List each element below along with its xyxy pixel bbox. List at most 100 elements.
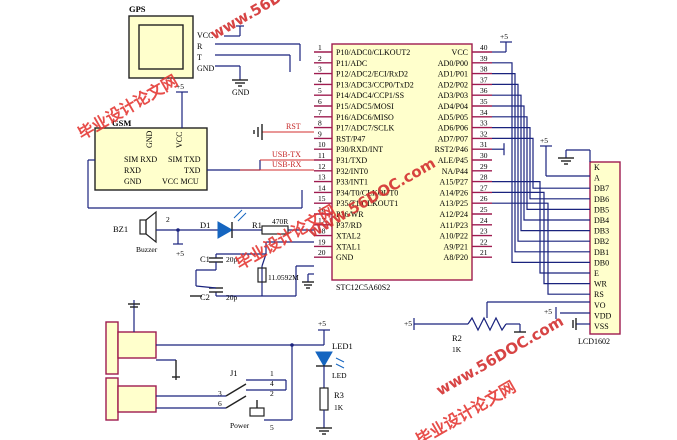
mcu-pin-name: P17/ADC7/SCLK [336, 124, 394, 133]
mcu-pin-name: A12/P24 [440, 210, 468, 219]
mcu-pin-number: 28 [480, 173, 488, 182]
mcu-pin-number: 14 [318, 183, 326, 192]
mcu-pin-name: P10/ADC0/CLKOUT2 [336, 48, 410, 57]
lcd-pin-label: DB2 [594, 237, 609, 246]
mcu-pin-number: 35 [480, 97, 488, 106]
power-switch-icon [249, 407, 265, 417]
mcu-pin-number: 12 [318, 162, 326, 171]
gsm-module: GSM GND VCC SIM RXD RXD GND SIM TXD TXD … [87, 82, 303, 209]
gsm-pin-rxd: RXD [124, 166, 141, 175]
mcu-pin-number: 38 [480, 65, 488, 74]
j1-switch-icon [225, 383, 247, 397]
lcd-a-supply: +5 [540, 136, 548, 145]
mcu-pin-name: P16/ADC6/MISO [336, 113, 394, 122]
j1-pin-2: 2 [270, 389, 274, 398]
gps-pin-gnd: GND [197, 64, 215, 73]
gsm-pin-sim-txd: SIM TXD [168, 155, 201, 164]
lcd-pin-label: A [594, 174, 600, 183]
lcd-pin-label: DB3 [594, 227, 609, 236]
rst-net-label: RST [286, 122, 301, 131]
j1-label: J1 [230, 368, 238, 378]
r2-pot: +5 R2 1K [404, 301, 590, 354]
mcu-pin-number: 16 [318, 205, 326, 214]
lcd-part-label: LCD1602 [578, 337, 610, 346]
mcu-pin-name: AD2/P02 [438, 80, 468, 89]
mcu-pin-name: P13/ADC3/CCP0/TxD2 [336, 80, 414, 89]
gsm-pin-gnd: GND [124, 177, 142, 186]
gsm-title: GSM [112, 118, 131, 128]
buzzer-icon [139, 219, 147, 235]
gps-antenna [138, 24, 184, 70]
mcu-pin-name: NA/P44 [442, 167, 468, 176]
crystal-value: 11.0592M [268, 273, 299, 282]
gps-title: GPS [129, 4, 146, 14]
mcu-part-label: STC12C5A60S2 [336, 283, 390, 292]
mcu-pin-number: 9 [318, 129, 322, 138]
mcu-pin-name: P32/INT0 [336, 167, 368, 176]
mcu-pin-name: A10/P22 [440, 232, 468, 241]
mcu-pin-name: P30/RXD/INT [336, 145, 383, 154]
mcu-pin-name: AD0/P00 [438, 59, 468, 68]
mcu-body [331, 43, 473, 281]
oscillator-section: C1 20p 11.0592M C2 20p [190, 241, 314, 302]
j1-pin-3: 3 [218, 389, 222, 398]
d1-diode-icon [217, 221, 234, 239]
mcu-pin-name: A8/P20 [444, 253, 468, 262]
mcu-pin-number: 5 [318, 86, 322, 95]
mcu-pin-name: A13/P25 [440, 199, 468, 208]
gps-pin-r: R [197, 42, 203, 51]
buzzer-section: BZ1 Buzzer 2 +5 D1 R1 470R [113, 209, 314, 258]
c2-value: 20p [226, 293, 238, 302]
lcd-pin-label: VDD [594, 311, 612, 320]
gsm-pin-vcc-mcu: VCC MCU [162, 177, 199, 186]
mcu-pin-number: 30 [480, 151, 488, 160]
mcu-chip: 1P10/ADC0/CLKOUT22P11/ADC3P12/ADC2/ECI/R… [314, 43, 492, 292]
mcu-pin-number: 25 [480, 205, 488, 214]
mcu-pin-name: AD7/P07 [438, 134, 468, 143]
usb-connector-top [105, 321, 119, 375]
j1-pin-6: 6 [218, 399, 222, 408]
mcu-left-pins: 1P10/ADC0/CLKOUT22P11/ADC3P12/ADC2/ECI/R… [314, 43, 414, 262]
mcu-pin-number: 40 [480, 43, 488, 52]
mcu-vcc-supply: +5 [500, 32, 508, 41]
mcu-pin-number: 18 [318, 227, 326, 236]
j1-pin-5: 5 [270, 423, 274, 432]
r1-value: 470R [272, 217, 288, 226]
mcu-pin-number: 21 [480, 248, 488, 257]
mcu-pin-number: 29 [480, 162, 488, 171]
r3-label: R3 [334, 390, 344, 400]
buzzer-supply: +5 [176, 249, 184, 258]
mcu-pin-name: AD6/P06 [438, 124, 468, 133]
gsm-pin-gnd-top: GND [145, 130, 154, 148]
bz1-label: BZ1 [113, 224, 128, 234]
mcu-pin-name: AD4/P04 [438, 102, 468, 111]
mcu-pin-number: 23 [480, 227, 488, 236]
mcu-pin-name: AD1/P01 [438, 70, 468, 79]
buzzer-label: Buzzer [136, 245, 158, 254]
lcd-data-bus [492, 62, 590, 295]
mcu-gnd [302, 273, 314, 289]
r2-value: 1K [452, 345, 462, 354]
mcu-pin-number: 37 [480, 75, 488, 84]
mcu-pin-name: XTAL1 [336, 242, 361, 251]
lcd-pin-label: DB4 [594, 216, 609, 225]
usb-connector-bottom [105, 377, 119, 421]
mcu-pin-name: A11/P23 [440, 221, 468, 230]
mcu-pin-name: A9/P21 [444, 242, 468, 251]
mcu-pin-number: 27 [480, 183, 488, 192]
mcu-pin-number: 26 [480, 194, 488, 203]
mcu-pin-number: 3 [318, 65, 322, 74]
mcu-pin-name: A14/P26 [440, 188, 468, 197]
mcu-pin-name: P14/ADC4/CCP1/SS [336, 91, 404, 100]
mcu-pin-number: 4 [318, 75, 322, 84]
lcd-pin-label: RS [594, 290, 604, 299]
r2-resistor-icon [467, 316, 507, 332]
r2-label: R2 [452, 333, 462, 343]
mcu-pin-name: P33/INT1 [336, 178, 368, 187]
lcd-pin-label: VO [594, 301, 606, 310]
r3-resistor-icon [319, 387, 329, 411]
watermark-url-1: www.56DOC.com [207, 0, 341, 43]
mcu-pin-number: 10 [318, 140, 326, 149]
